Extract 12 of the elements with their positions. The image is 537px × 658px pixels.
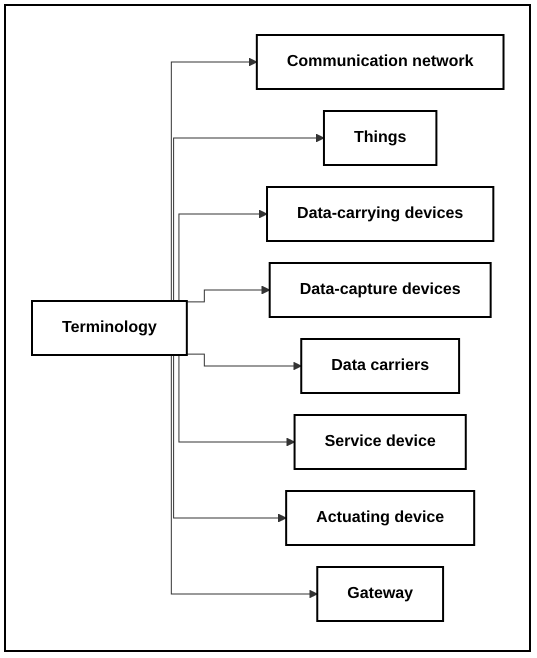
node-box <box>30 300 188 356</box>
node-box <box>256 34 504 90</box>
node-box <box>266 186 494 242</box>
node-box <box>268 262 492 318</box>
diagram-frame: Terminology Communication network Things Data-carrying devices Data-capture devices Data carriers Service device Actuating device Gateway <box>4 4 531 652</box>
node-box <box>316 566 444 622</box>
node-box <box>293 414 466 470</box>
node-box <box>300 338 460 394</box>
arrow <box>186 286 270 302</box>
node-box <box>284 490 475 546</box>
node-box <box>322 110 438 166</box>
arrow <box>186 354 302 370</box>
